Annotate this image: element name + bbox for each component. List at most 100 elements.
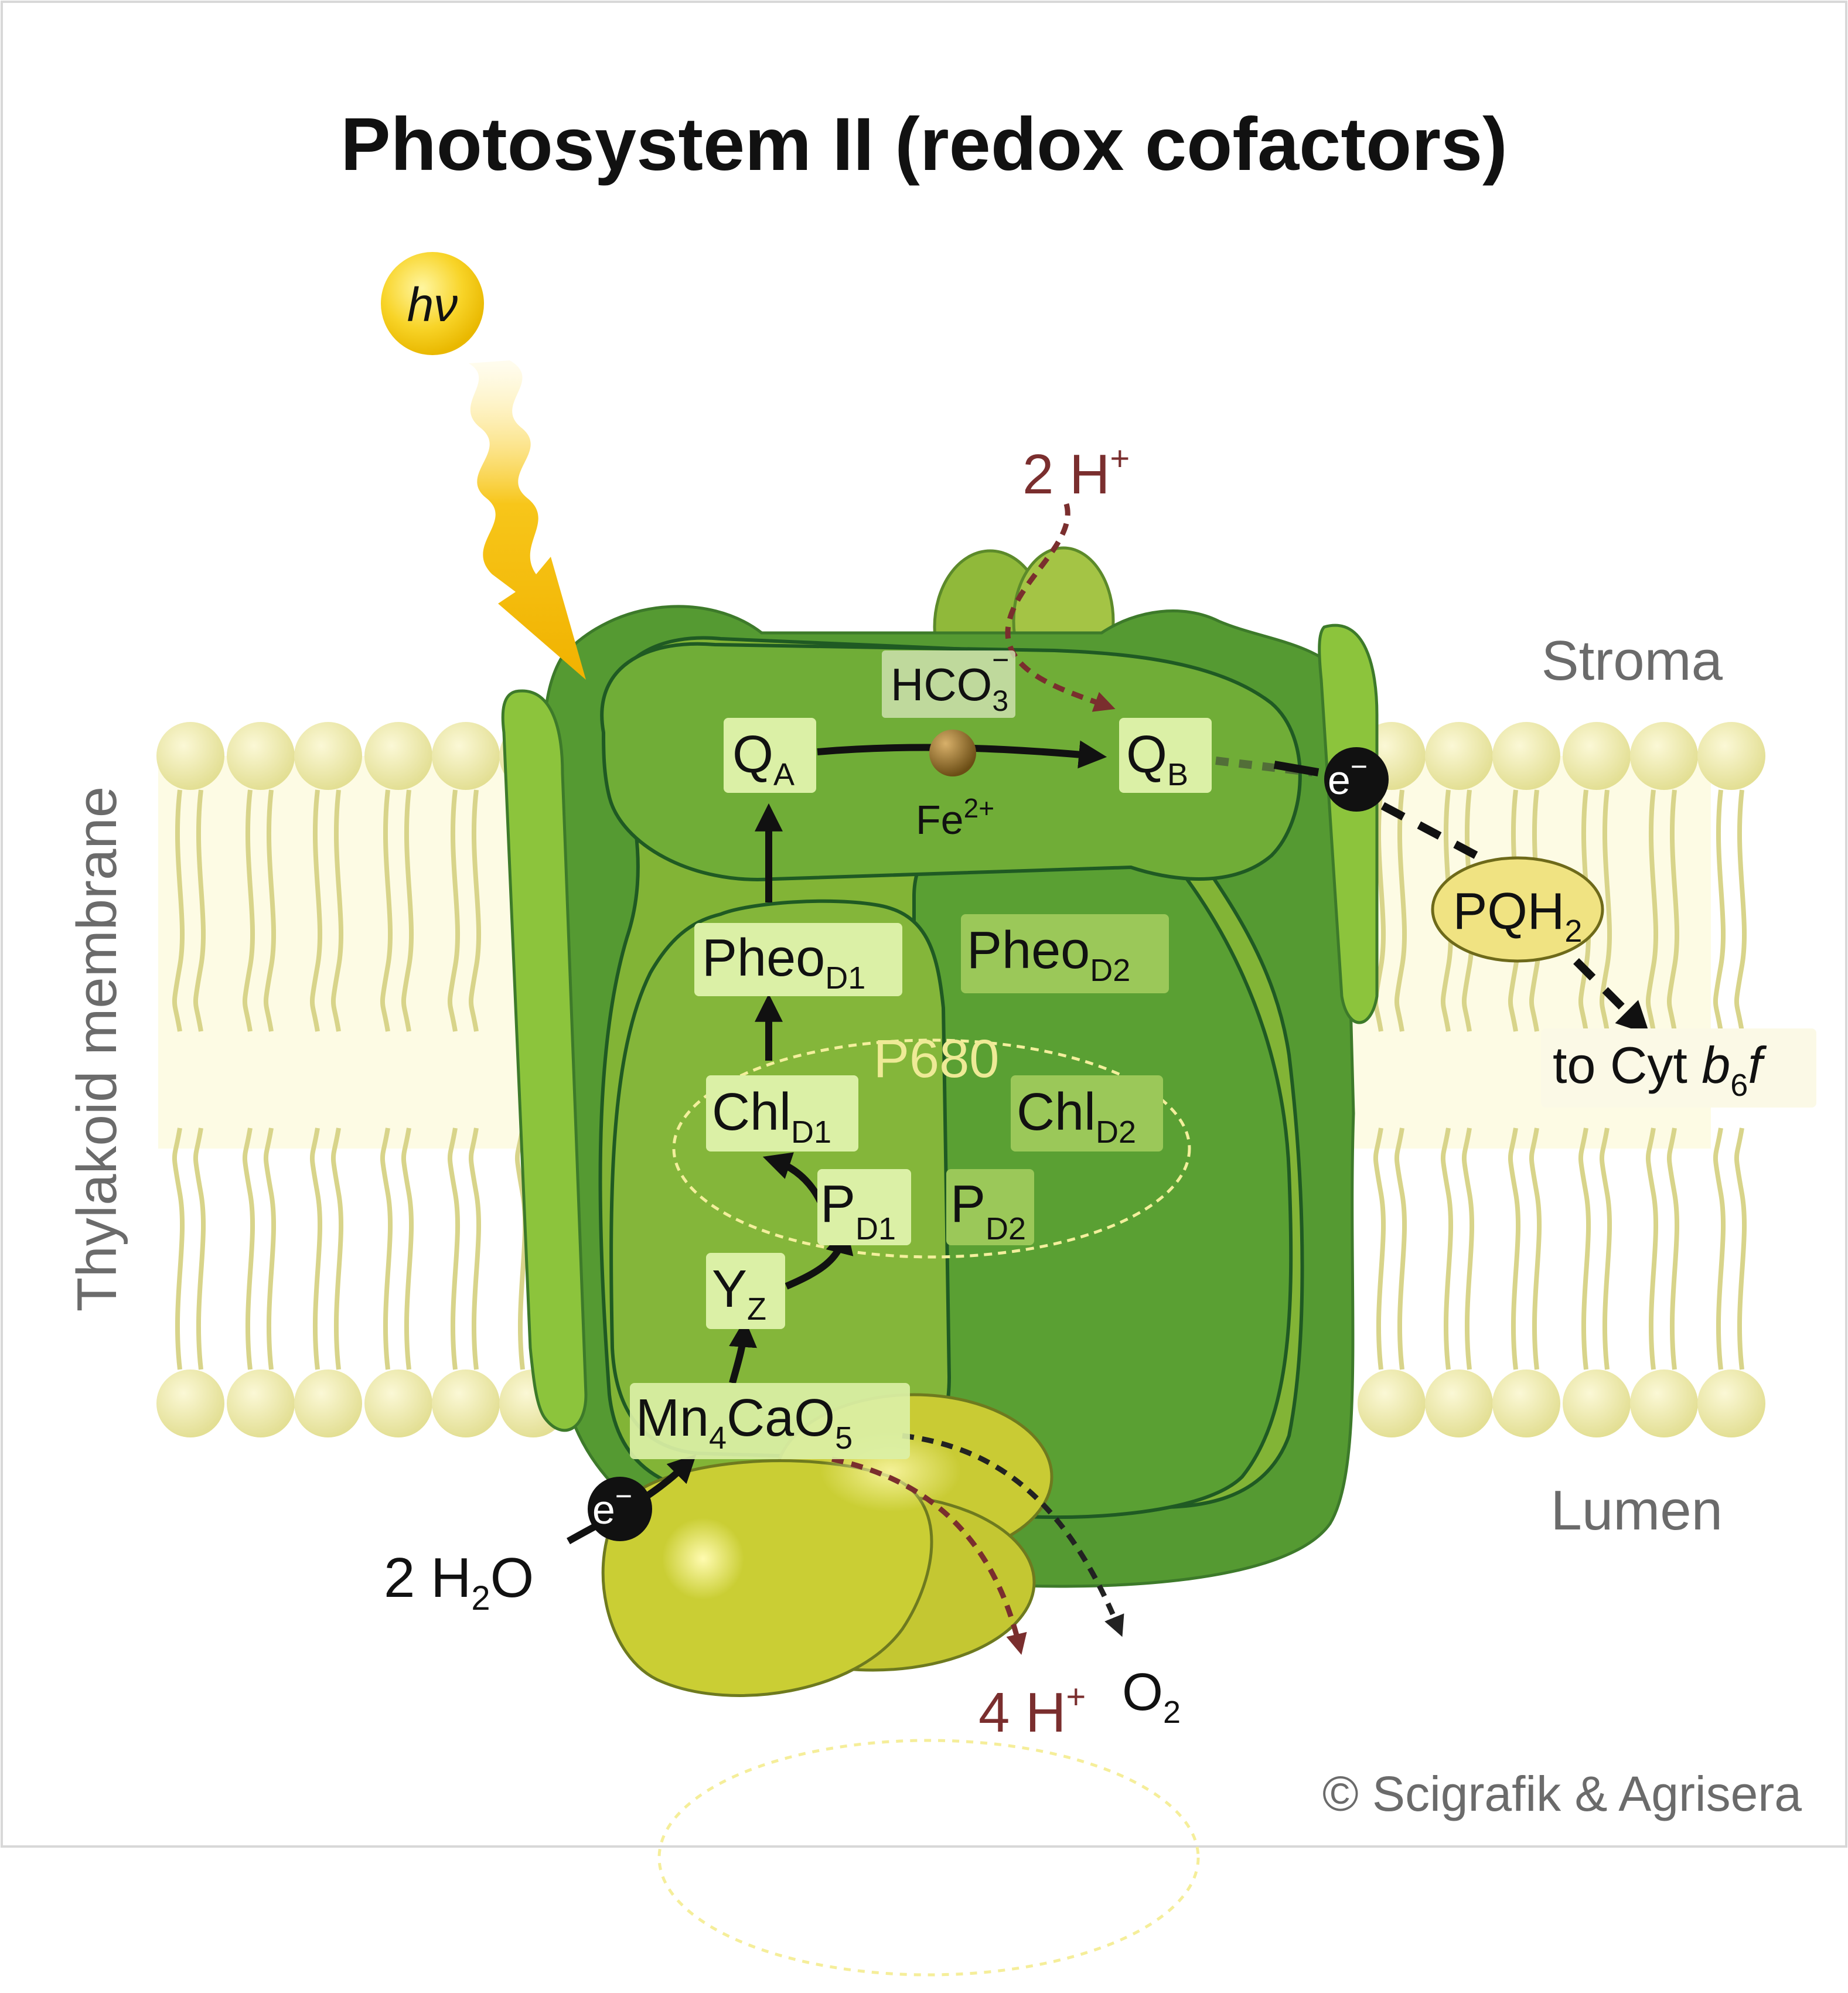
svg-text:PQH2: PQH2 <box>1453 882 1583 949</box>
lipid-tail <box>242 789 255 1032</box>
lipid-head <box>1492 722 1560 790</box>
lipid-tail <box>263 789 277 1032</box>
oxygen-label: O2 <box>1122 1663 1181 1730</box>
lipid-head <box>432 722 500 790</box>
lipid-head <box>1425 722 1493 790</box>
lipid-bilayer-left <box>156 722 567 1437</box>
membrane-label: Thylakoid membrane <box>66 786 128 1311</box>
pd1-label: PD1 <box>817 1169 911 1246</box>
lipid-head <box>294 722 362 790</box>
arrow-pd1-chl <box>762 1152 824 1203</box>
oec-glow <box>662 1518 744 1600</box>
lipid-tail <box>380 789 393 1032</box>
svg-text:ChlD1: ChlD1 <box>712 1083 831 1150</box>
lipid-head <box>1492 1369 1560 1437</box>
lipid-head <box>156 722 224 790</box>
lipid-tail <box>330 1127 344 1370</box>
lipid-tail <box>447 789 461 1032</box>
oec-subunit-main <box>601 1459 933 1697</box>
cofactor-labels: HCO3− QA QB PheoD1 PheoD2 ChlD1 <box>630 643 1212 1459</box>
arrow-electron-pqh2 <box>1380 802 1479 860</box>
arrow-mn-yz <box>729 1319 758 1384</box>
qb-label: QB <box>1119 718 1212 793</box>
lipid-head <box>227 722 295 790</box>
yz-label: YZ <box>706 1253 785 1329</box>
lipid-tail <box>401 1127 414 1370</box>
lipid-head <box>1358 1369 1426 1437</box>
lipid-tail <box>309 789 323 1032</box>
lipid-tail <box>1440 789 1454 1032</box>
water-label: 2 H2O <box>384 1546 534 1617</box>
lipid-tail <box>1666 789 1680 1032</box>
lipid-tail <box>1666 1127 1680 1370</box>
lipid-tail <box>1599 789 1612 1032</box>
lipid-head <box>156 1369 224 1437</box>
lipid-tail <box>1645 1127 1659 1370</box>
sun-icon <box>381 252 484 355</box>
arrow-pqh2-cyt <box>1573 958 1650 1035</box>
lipid-head <box>1697 1369 1765 1437</box>
lightning-bolt-icon <box>469 360 586 680</box>
fe-label: Fe2+ <box>916 793 994 843</box>
arrow-qb-electron-strong <box>1273 761 1319 776</box>
lipid-tail <box>1734 1127 1747 1370</box>
svg-text:QB: QB <box>1126 725 1188 792</box>
lipid-tail <box>401 789 414 1032</box>
electron-badge-qb: e− <box>1324 747 1389 812</box>
qa-label: QA <box>724 718 816 793</box>
svg-text:YZ: YZ <box>712 1260 766 1327</box>
lipid-head <box>294 1369 362 1437</box>
lipid-tail <box>330 789 344 1032</box>
lipid-head <box>1563 722 1631 790</box>
pd2-label: PD2 <box>946 1169 1034 1246</box>
lipid-tail <box>193 1127 206 1370</box>
lipid-tail <box>1713 789 1726 1032</box>
lipid-head <box>1630 722 1698 790</box>
protons-top-label: 2 H+ <box>1022 440 1130 506</box>
lipid-tail <box>1529 1127 1542 1370</box>
lipid-head <box>227 1369 295 1437</box>
lipid-tail <box>1599 1127 1612 1370</box>
cyt-b6f-label: to Cyt b6f <box>1541 1028 1816 1108</box>
svg-text:e−: e− <box>592 1480 632 1532</box>
pheo-d2-label: PheoD2 <box>961 914 1169 993</box>
lipid-tail <box>1713 1127 1726 1370</box>
svg-text:QA: QA <box>732 725 795 792</box>
lipid-tail <box>309 1127 323 1370</box>
lipid-tail <box>172 1127 185 1370</box>
lipid-head <box>1630 1369 1698 1437</box>
lipid-tail <box>1734 789 1747 1032</box>
figure-border <box>1 1 1847 1848</box>
lipid-tail <box>1461 789 1475 1032</box>
svg-text:PD1: PD1 <box>820 1175 896 1246</box>
mn4cao5-label: Mn4CaO5 <box>630 1383 910 1459</box>
lipid-tail <box>1440 1127 1454 1370</box>
arrow-mn-protons <box>831 1456 1027 1655</box>
lipid-tail <box>263 1127 277 1370</box>
chl-d2-label: ChlD2 <box>1011 1075 1163 1151</box>
fe-ion <box>929 730 976 776</box>
copyright: © Scigrafik & Agrisera <box>1322 1766 1802 1821</box>
svg-text:PD2: PD2 <box>950 1175 1026 1246</box>
lipid-tail <box>380 1127 393 1370</box>
p680-boundary <box>672 1038 1191 1259</box>
arrow-protons-qb <box>1005 503 1116 712</box>
svg-text:e−: e− <box>1328 750 1368 803</box>
svg-text:PheoD2: PheoD2 <box>967 921 1130 988</box>
protons-bottom-label: 4 H+ <box>978 1678 1086 1744</box>
lipid-head <box>432 1369 500 1437</box>
oxygen-evolving-complex <box>601 1393 1053 1697</box>
lipid-head <box>364 1369 432 1437</box>
lipid-tail <box>468 789 482 1032</box>
lipid-head <box>1425 1369 1493 1437</box>
lipid-tail <box>1461 1127 1475 1370</box>
lipid-tail <box>1394 1127 1407 1370</box>
lumen-label: Lumen <box>1550 1479 1723 1542</box>
chl-d1-label: ChlD1 <box>706 1075 858 1151</box>
lipid-head <box>1563 1369 1631 1437</box>
lipid-tail <box>1373 1127 1386 1370</box>
stroma-label: Stroma <box>1542 629 1723 692</box>
lipid-tail <box>468 1127 482 1370</box>
